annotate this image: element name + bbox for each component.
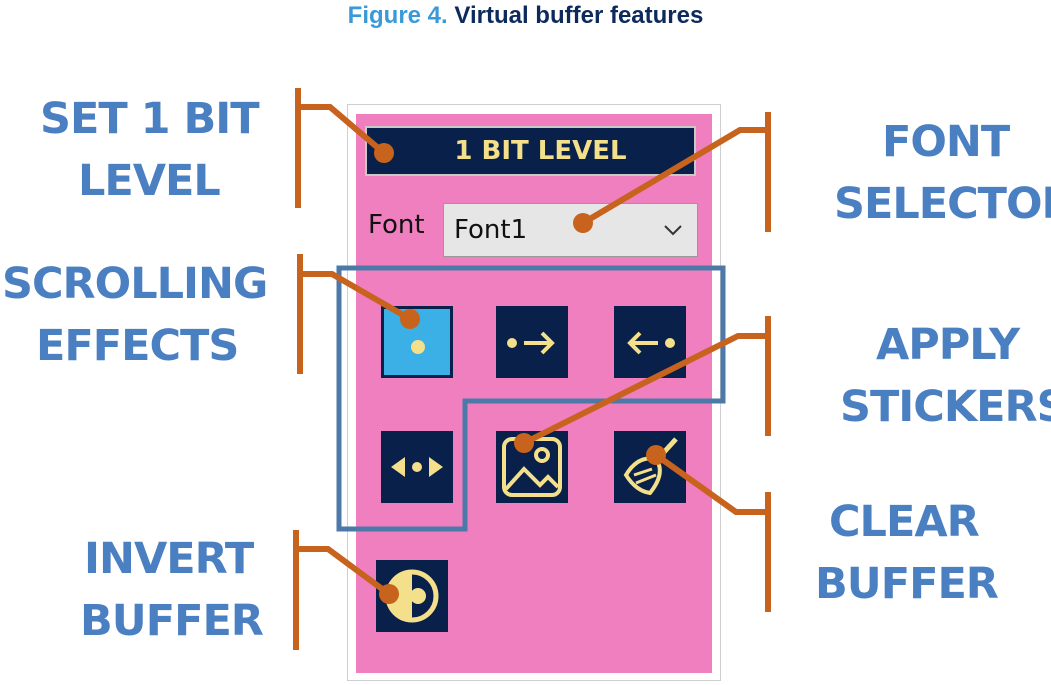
figure-number: Figure 4. — [347, 2, 448, 29]
arrow-left-dot-icon — [627, 331, 675, 355]
leader-line-invert-buffer — [293, 530, 391, 650]
leader-dot-font-selector — [573, 213, 593, 233]
font-select[interactable]: Font1 — [443, 203, 698, 257]
dot-arrow-right-icon — [507, 331, 555, 355]
font-label: Font — [368, 210, 425, 240]
scroll-bounce-button[interactable] — [381, 431, 453, 503]
callout-clear-buffer: CLEAR BUFFER — [815, 497, 999, 609]
leader-line-font-selector — [581, 112, 771, 232]
leader-line-set-bit-level — [295, 88, 386, 208]
chevron-down-icon — [664, 225, 682, 236]
bounce-arrows-icon — [391, 457, 443, 477]
leader-dot-scrolling-effects — [400, 309, 420, 329]
callout-scrolling-effects: SCROLLING EFFECTS — [2, 259, 268, 371]
font-select-value: Font1 — [454, 215, 528, 245]
scroll-right-button[interactable] — [496, 306, 568, 378]
leader-dot-clear-buffer — [646, 445, 666, 465]
leader-dot-apply-stickers — [514, 433, 534, 453]
bit-level-button[interactable]: 1 BIT LEVEL — [365, 126, 696, 176]
leader-line-apply-stickers — [522, 316, 771, 446]
leader-dot-invert-buffer — [379, 584, 399, 604]
figure-caption: Figure 4. Virtual buffer features — [0, 2, 1051, 30]
callout-set-bit-level: SET 1 BIT LEVEL — [40, 94, 260, 206]
leader-dot-set-bit-level — [374, 143, 394, 163]
callout-font-selector: FONT SELECTOR — [834, 117, 1051, 229]
callout-invert-buffer: INVERT BUFFER — [80, 534, 264, 646]
figure-title: Virtual buffer features — [454, 2, 704, 29]
scrolling-effects-group-outline — [336, 265, 726, 532]
leader-line-scrolling-effects — [297, 254, 412, 374]
callout-apply-stickers: APPLY STICKERS — [840, 320, 1051, 432]
leader-line-clear-buffer — [654, 452, 771, 612]
dot-icon — [411, 340, 425, 354]
